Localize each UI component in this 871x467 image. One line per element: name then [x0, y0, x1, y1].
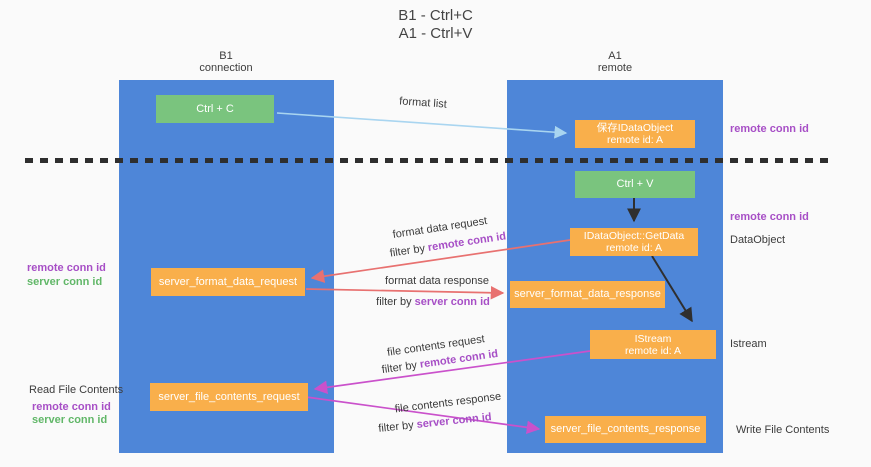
- istream-box: IStream remote id: A: [590, 330, 716, 359]
- right-column-name: A1: [608, 50, 622, 62]
- save-idataobject-box: 保存IDataObject remote id: A: [575, 120, 695, 148]
- ctrl-v-label: Ctrl + V: [616, 178, 654, 191]
- left-column-header: B1 connection: [166, 50, 286, 74]
- write-file-contents-label: Write File Contents: [736, 424, 830, 436]
- format-list-label: format list: [398, 95, 448, 111]
- left-column-subtitle: connection: [199, 62, 253, 74]
- remote-conn-id-label-top-right: remote conn id: [730, 123, 809, 135]
- server-file-contents-response-box: server_file_contents_response: [545, 416, 706, 443]
- server-format-data-response-label: server_format_data_response: [514, 288, 661, 301]
- left-column-name: B1: [219, 50, 233, 62]
- filter-by-text: filter by: [380, 358, 421, 377]
- filter-by-server-conn-id-label-1: filter by server conn id: [353, 296, 513, 309]
- phase-divider-dashed-line: [25, 158, 831, 163]
- format-data-response-arrow: [305, 285, 505, 300]
- title-line-1: B1 - Ctrl+C: [398, 7, 473, 24]
- diagram-title: B1 - Ctrl+C A1 - Ctrl+V: [0, 7, 871, 43]
- remote-conn-id-label-mid-left: remote conn id: [27, 262, 106, 274]
- getdata-line1: IDataObject::GetData: [583, 230, 685, 242]
- filter-by-text: filter by: [388, 242, 429, 260]
- right-column-subtitle: remote: [597, 62, 633, 74]
- server-file-contents-request-label: server_file_contents_request: [158, 390, 300, 403]
- getdata-line2: remote id: A: [605, 242, 663, 254]
- filter-by-text: filter by: [377, 418, 418, 435]
- server-conn-id-text: server conn id: [414, 296, 490, 308]
- remote-conn-id-label-mid-right: remote conn id: [730, 211, 809, 223]
- istream-side-label: Istream: [730, 338, 767, 350]
- istream-line1: IStream: [634, 332, 672, 345]
- server-conn-id-label-bottom-left: server conn id: [32, 414, 108, 426]
- ctrl-c-box: Ctrl + C: [156, 95, 274, 123]
- remote-conn-id-label-bottom-left: remote conn id: [32, 401, 111, 413]
- save-idataobject-line2: remote id: A: [606, 134, 664, 146]
- title-line-2: A1 - Ctrl+V: [398, 25, 473, 42]
- server-format-data-request-label: server_format_data_request: [158, 275, 298, 288]
- istream-line2: remote id: A: [624, 344, 682, 357]
- right-column-header: A1 remote: [555, 50, 675, 74]
- dataobject-label: DataObject: [730, 234, 786, 246]
- server-conn-id-label-mid-left: server conn id: [27, 276, 103, 288]
- server-format-data-response-box: server_format_data_response: [510, 281, 665, 308]
- format-data-response-label: format data response: [385, 275, 489, 287]
- server-file-contents-response-label: server_file_contents_response: [550, 423, 701, 436]
- save-idataobject-line1: 保存IDataObject: [596, 122, 674, 134]
- server-format-data-request-box: server_format_data_request: [151, 268, 305, 296]
- filter-by-text: filter by: [376, 296, 415, 308]
- server-conn-id-text: server conn id: [416, 411, 493, 431]
- idataobject-getdata-box: IDataObject::GetData remote id: A: [570, 228, 698, 256]
- server-file-contents-request-box: server_file_contents_request: [150, 383, 308, 411]
- ctrl-c-label: Ctrl + C: [196, 102, 234, 115]
- ctrl-v-box: Ctrl + V: [575, 171, 695, 198]
- read-file-contents-label: Read File Contents: [29, 384, 124, 396]
